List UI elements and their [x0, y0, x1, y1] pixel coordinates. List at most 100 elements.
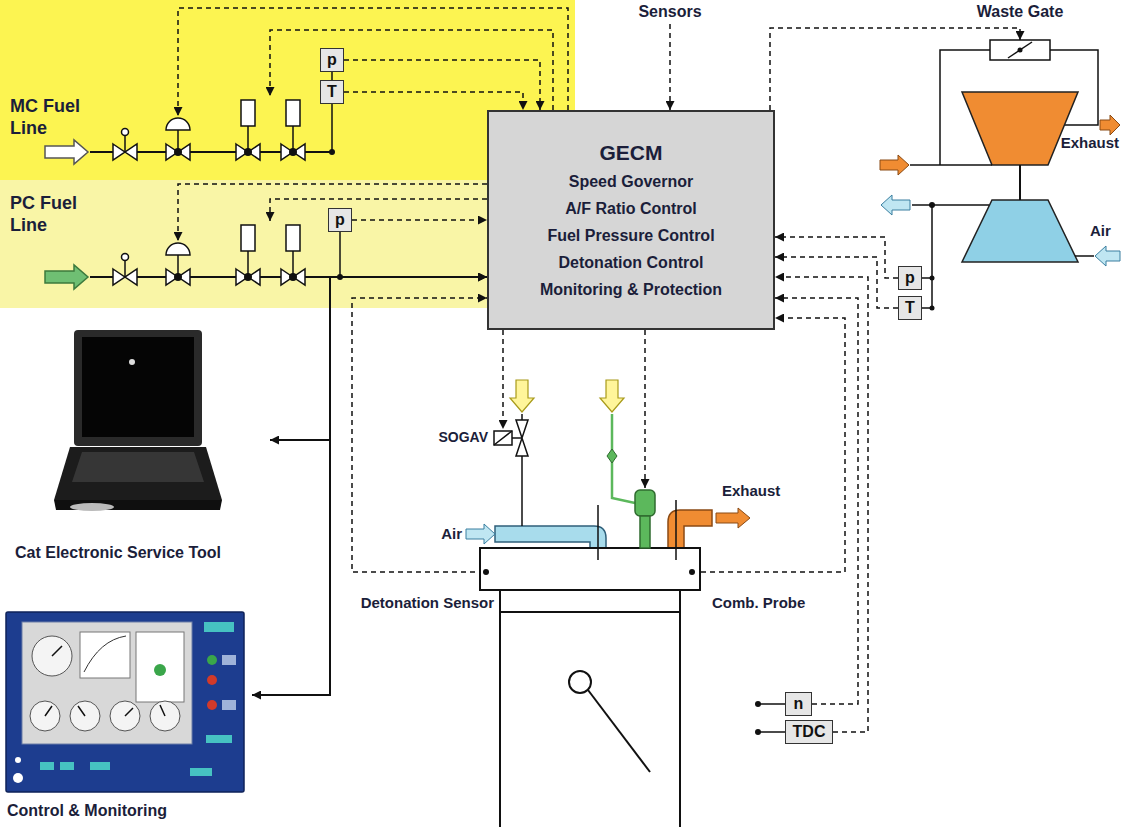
laptop-picture	[72, 452, 204, 482]
control-signal-lines	[669, 24, 671, 110]
laptop-picture	[82, 337, 194, 437]
control-signal-lines	[644, 330, 646, 488]
engine-cylinder	[500, 590, 680, 827]
sensor-label: n	[794, 695, 804, 713]
label-slot: Exhaust	[1061, 134, 1119, 151]
turbocharger	[930, 276, 935, 281]
label-slot: SOGAV	[438, 429, 488, 445]
laptop-picture	[54, 330, 222, 511]
turbocharger	[1019, 165, 1021, 200]
part-label: Sensors	[638, 3, 701, 21]
mc-fuel-train	[45, 140, 88, 164]
control-panel-picture	[45, 646, 165, 716]
pc-fuel-train	[124, 261, 126, 277]
engine-cylinder	[521, 414, 523, 420]
control-panel-picture	[136, 632, 184, 702]
device-caption: Cat Electronic Service Tool	[15, 543, 221, 562]
mc-fuel-train	[177, 130, 179, 152]
turbocharger	[1075, 255, 1094, 257]
turbocharger	[880, 40, 1120, 311]
turbocharger	[910, 164, 992, 166]
turbocharger	[962, 92, 1078, 165]
turbocharger	[1018, 48, 1023, 53]
part-label: Exhaust	[1061, 134, 1119, 151]
band-label: MC Fuel Line	[10, 95, 105, 139]
connector-group	[252, 60, 898, 732]
control-panel-picture	[15, 757, 21, 763]
control-signal-lines	[502, 330, 504, 429]
part-label: Air	[441, 525, 462, 542]
engine-cylinder	[758, 704, 785, 732]
part-label: Waste Gate	[977, 3, 1064, 21]
signal-connector	[775, 277, 868, 732]
turbocharger	[1095, 246, 1120, 266]
label-slot: Sensors	[638, 3, 701, 21]
sensor-label: TDC	[793, 723, 826, 741]
control-panel-picture	[207, 700, 217, 710]
pc-fuel-train	[292, 251, 294, 277]
control-panel-picture	[84, 636, 126, 672]
label-slot: Comb. Probe	[712, 594, 805, 611]
control-panel-picture	[207, 655, 217, 665]
engine-cylinder	[716, 508, 750, 528]
pc-fuel-train	[270, 199, 487, 221]
turbocharger	[922, 205, 932, 308]
pc-fuel-train	[177, 255, 179, 277]
engine-cylinder	[600, 380, 624, 412]
engine-cylinder	[635, 490, 655, 516]
control-signal-lines	[692, 318, 845, 572]
laptop-picture	[54, 500, 222, 510]
turbocharger	[912, 204, 989, 206]
label-slot: Waste Gate	[977, 3, 1064, 21]
module-function: Monitoring & Protection	[540, 276, 722, 303]
mc-fuel-train	[292, 126, 294, 152]
engine-cylinder	[483, 569, 489, 575]
control-panel-picture	[222, 655, 236, 665]
label-slot: Air	[1090, 222, 1111, 239]
label-slot: Detonation Sensor	[361, 594, 494, 611]
part-label: Detonation Sensor	[361, 594, 494, 611]
turbocharger	[962, 200, 1078, 262]
control-panel-picture	[204, 622, 234, 632]
control-panel-picture	[154, 664, 166, 676]
engine-cylinder	[466, 524, 495, 544]
label-slot: Exhaust	[722, 482, 780, 499]
signal-connector	[775, 257, 898, 308]
engine-cylinder	[668, 510, 712, 548]
control-panel-picture	[190, 768, 212, 776]
signal-connector	[270, 277, 487, 440]
laptop-picture	[74, 330, 202, 446]
sensor-box: p	[328, 208, 352, 232]
turbocharger	[930, 306, 935, 311]
control-panel-picture	[22, 622, 192, 744]
module-function: A/F Ratio Control	[565, 195, 697, 222]
signal-connector	[775, 298, 858, 704]
engine-cylinder	[588, 690, 650, 772]
signal-connector	[344, 60, 540, 110]
engine-cylinder	[495, 526, 606, 548]
control-panel-picture	[60, 762, 74, 770]
sensor-box: n	[785, 692, 812, 716]
turbocharger	[881, 195, 910, 215]
mc-fuel-train	[166, 118, 190, 130]
pc-fuel-train	[166, 243, 190, 255]
sensor-box: T	[898, 296, 922, 320]
signal-connector	[344, 92, 523, 110]
pc-fuel-train	[45, 265, 88, 289]
band-label: PC Fuel Line	[10, 192, 105, 236]
laptop-picture	[54, 447, 222, 500]
mc-fuel-train	[270, 30, 553, 110]
engine-cylinder	[494, 431, 522, 526]
turbocharger	[880, 155, 909, 175]
control-panel-picture	[206, 735, 232, 743]
device-picture: Cat Electronic Service Tool	[12, 330, 270, 566]
control-panel-picture	[40, 762, 54, 770]
mc-fuel-train	[286, 100, 300, 126]
control-signal-lines	[352, 24, 1020, 572]
engine-cylinder	[640, 516, 650, 548]
control-panel-picture	[80, 632, 130, 678]
sensor-label: T	[327, 83, 337, 101]
control-panel-picture	[6, 612, 244, 792]
